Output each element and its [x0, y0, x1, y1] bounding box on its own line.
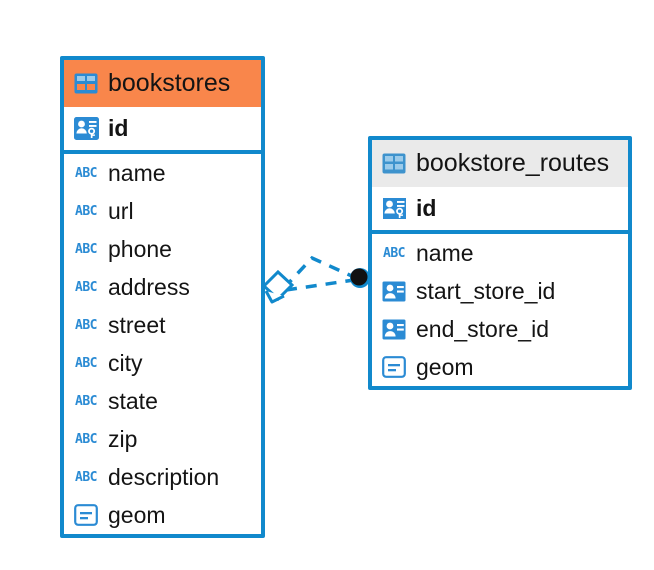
field-row-address[interactable]: ABC address	[64, 268, 261, 306]
entity-header[interactable]: bookstores	[64, 60, 261, 107]
field-row-phone[interactable]: ABC phone	[64, 230, 261, 268]
diamond-relationship-marker	[261, 269, 295, 304]
entity-title: bookstore_routes	[416, 149, 610, 177]
filled-circle-endpoint	[350, 268, 370, 288]
foreign-key-icon	[381, 316, 407, 342]
primary-key-icon	[73, 116, 99, 142]
field-row-name[interactable]: ABC name	[372, 234, 628, 272]
abc-text-icon: ABC	[73, 236, 99, 262]
field-label: id	[416, 195, 437, 221]
field-row-url[interactable]: ABC url	[64, 192, 261, 230]
field-row-description[interactable]: ABC description	[64, 458, 261, 496]
abc-glyph: ABC	[75, 165, 97, 181]
field-label: zip	[108, 425, 138, 452]
abc-text-icon: ABC	[381, 240, 407, 266]
abc-glyph: ABC	[383, 245, 405, 261]
table-grid-icon	[381, 151, 407, 177]
abc-glyph: ABC	[75, 431, 97, 447]
field-label: geom	[416, 353, 474, 380]
abc-glyph: ABC	[75, 203, 97, 219]
field-row-city[interactable]: ABC city	[64, 344, 261, 382]
field-label: url	[108, 197, 134, 224]
field-label: description	[108, 463, 220, 490]
abc-text-icon: ABC	[73, 350, 99, 376]
field-row-id[interactable]: id	[64, 107, 261, 150]
primary-key-divider	[64, 150, 261, 154]
abc-text-icon: ABC	[73, 464, 99, 490]
abc-glyph: ABC	[75, 355, 97, 371]
field-label: phone	[108, 235, 172, 262]
entity-header[interactable]: bookstore_routes	[372, 140, 628, 187]
abc-text-icon: ABC	[73, 388, 99, 414]
field-row-zip[interactable]: ABC zip	[64, 420, 261, 458]
abc-glyph: ABC	[75, 279, 97, 295]
field-label: end_store_id	[416, 315, 549, 342]
foreign-key-icon	[381, 278, 407, 304]
field-row-geom[interactable]: geom	[372, 348, 628, 386]
field-row-state[interactable]: ABC state	[64, 382, 261, 420]
field-row-end-store-id[interactable]: end_store_id	[372, 310, 628, 348]
field-label: address	[108, 273, 190, 300]
geometry-icon	[381, 354, 407, 380]
abc-text-icon: ABC	[73, 198, 99, 224]
primary-key-icon	[381, 196, 407, 222]
abc-glyph: ABC	[75, 241, 97, 257]
field-row-geom[interactable]: geom	[64, 496, 261, 534]
abc-glyph: ABC	[75, 317, 97, 333]
abc-glyph: ABC	[75, 469, 97, 485]
primary-key-divider	[372, 230, 628, 234]
entity-title: bookstores	[108, 69, 231, 97]
abc-text-icon: ABC	[73, 274, 99, 300]
abc-text-icon: ABC	[73, 312, 99, 338]
entity-table-bookstores[interactable]: bookstores id ABC	[60, 56, 265, 538]
relationship-line-upper	[282, 255, 355, 290]
field-label: name	[416, 239, 474, 266]
field-label: city	[108, 349, 143, 376]
field-row-start-store-id[interactable]: start_store_id	[372, 272, 628, 310]
table-grid-icon	[73, 71, 99, 97]
relationship-line-lower	[285, 278, 355, 292]
field-label: name	[108, 159, 166, 186]
field-label: state	[108, 387, 158, 414]
entity-table-bookstore-routes[interactable]: bookstore_routes id ABC	[368, 136, 632, 390]
field-row-name[interactable]: ABC name	[64, 154, 261, 192]
abc-glyph: ABC	[75, 393, 97, 409]
field-label: geom	[108, 501, 166, 528]
field-label: start_store_id	[416, 277, 556, 304]
abc-text-icon: ABC	[73, 426, 99, 452]
field-label: street	[108, 311, 166, 338]
abc-text-icon: ABC	[73, 160, 99, 186]
geometry-icon	[73, 502, 99, 528]
field-label: id	[108, 115, 129, 141]
field-row-id[interactable]: id	[372, 187, 628, 230]
field-row-street[interactable]: ABC street	[64, 306, 261, 344]
